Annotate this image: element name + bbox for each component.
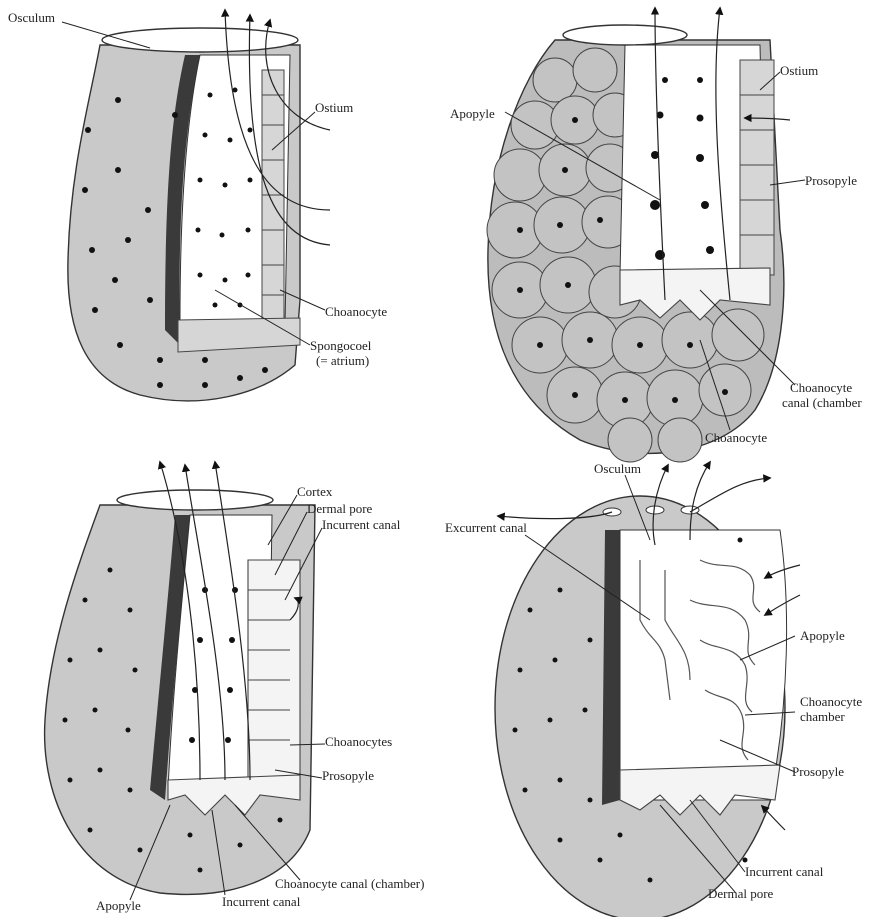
leuconoid-interior (620, 530, 787, 800)
label-atrium: (= atrium) (316, 353, 369, 368)
syconoid-b-folded-wall (248, 560, 300, 790)
syconoid-a-osculum-rim (563, 25, 687, 45)
label-choanocyte-canal-line1: Choanocyte (790, 380, 852, 395)
syconoid-b-osculum-rim (117, 490, 273, 510)
label-cortex: Cortex (297, 484, 333, 499)
label-choanocyte-chamber-line1: Choanocyte (800, 694, 862, 709)
label-prosopyle-a: Prosopyle (805, 173, 857, 188)
syconoid-cortex-diagram: Cortex Dermal pore Incurrent canal Choan… (45, 462, 425, 913)
label-choanocytes: Choanocytes (325, 734, 392, 749)
label-choanocyte-canal-line2: canal (chamber (782, 395, 862, 410)
label-dermal-pore-b: Dermal pore (307, 501, 373, 516)
leuconoid-diagram: Osculum Excurrent canal Apopyle Choanocy… (445, 461, 862, 917)
label-incurrent-canal-b: Incurrent canal (322, 517, 401, 532)
syconoid-chambered-diagram: Apopyle Ostium Prosopyle Choanocyte cana… (450, 8, 862, 462)
label-choanocyte-a: Choanocyte (705, 430, 767, 445)
asconoid-wall (262, 70, 284, 320)
label-incurrent-canal-bottom: Incurrent canal (222, 894, 301, 909)
label-dermal-pore-d: Dermal pore (708, 886, 774, 901)
label-spongocoel: Spongocoel (310, 338, 372, 353)
label-apopyle-b: Apopyle (96, 898, 141, 913)
label-osculum: Osculum (8, 10, 55, 25)
label-choanocyte: Choanocyte (325, 304, 387, 319)
label-choanocyte-chamber-line2: chamber (800, 709, 845, 724)
asconoid-osculum-rim (102, 28, 298, 52)
label-excurrent-canal: Excurrent canal (445, 520, 527, 535)
label-ostium-a: Ostium (780, 63, 818, 78)
syconoid-a-wall (740, 60, 774, 275)
label-apopyle-d: Apopyle (800, 628, 845, 643)
label-choanocyte-canal-b: Choanocyte canal (chamber) (275, 876, 424, 891)
label-apopyle-a: Apopyle (450, 106, 495, 121)
label-incurrent-canal-d: Incurrent canal (745, 864, 824, 879)
leuconoid-cut-edge (602, 530, 620, 805)
label-prosopyle-b: Prosopyle (322, 768, 374, 783)
asconoid-diagram: Osculum Ostium Choanocyte Spongocoel (= … (8, 10, 387, 401)
label-ostium: Ostium (315, 100, 353, 115)
label-prosopyle-d: Prosopyle (792, 764, 844, 779)
label-osculum-d: Osculum (594, 461, 641, 476)
